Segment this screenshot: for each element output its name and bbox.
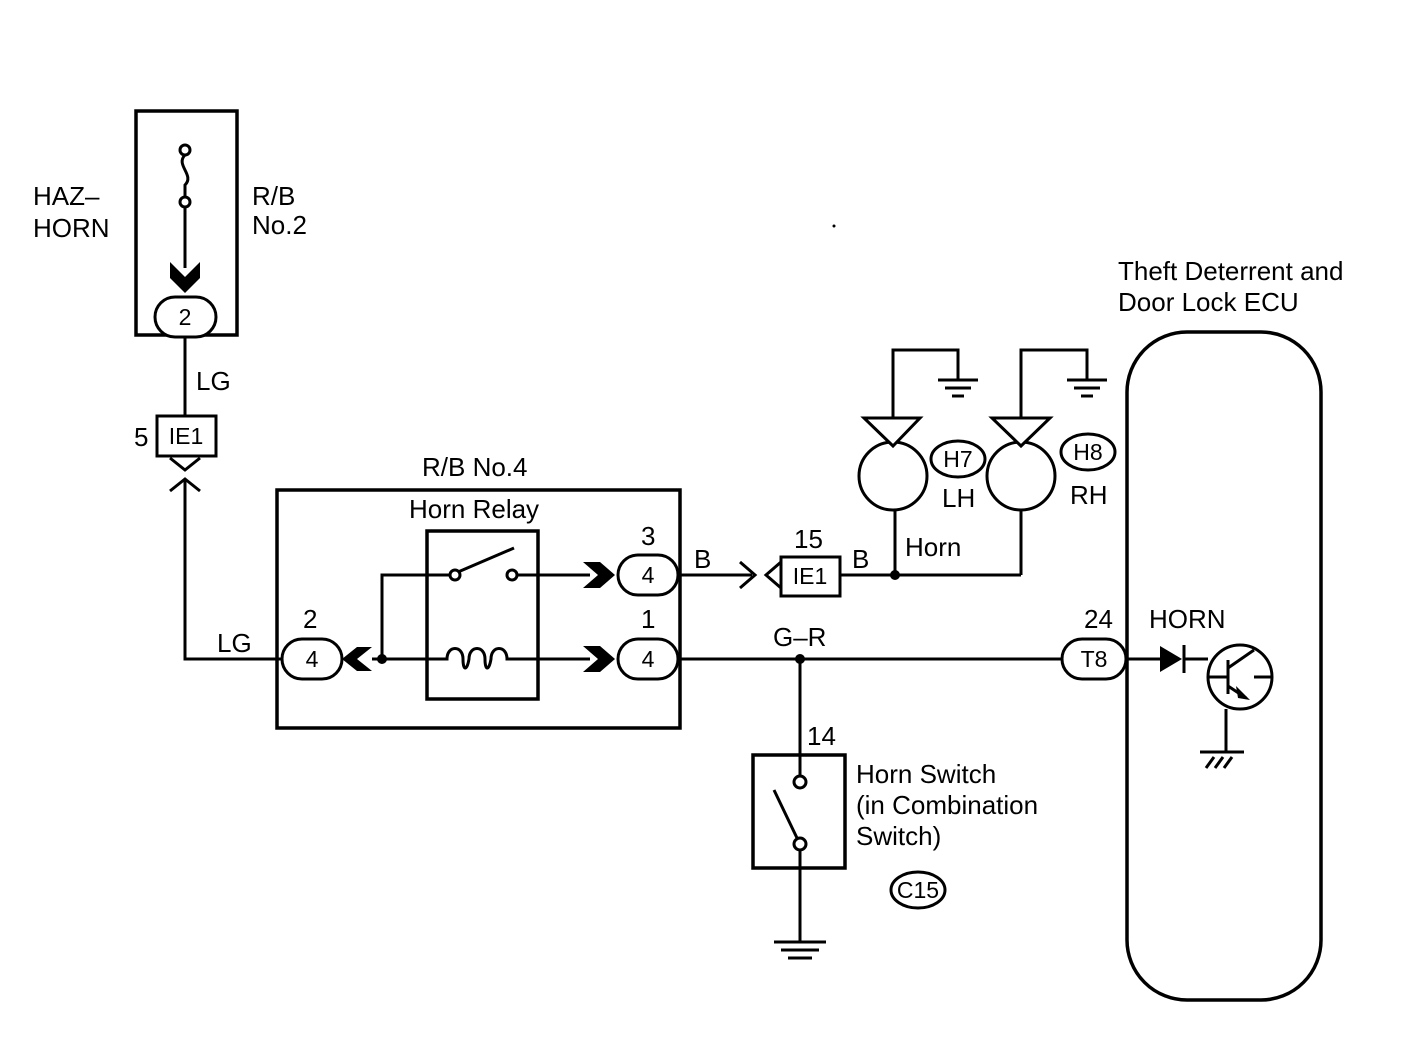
rb4-pin-3-num: 3 — [641, 521, 655, 551]
horn-rh-label: RH — [1070, 480, 1108, 510]
horn-switch-line3: Switch) — [856, 821, 941, 851]
rb4-pin-3-connector: 4 — [583, 553, 680, 597]
rb4-pin-3-conn-label: 4 — [642, 562, 655, 588]
wire-b-2-label: B — [852, 544, 869, 574]
rb4-pin-1-conn-label: 4 — [642, 646, 655, 672]
ie1-mid-label: IE1 — [793, 563, 828, 589]
rb4-pin-2-num: 2 — [303, 604, 317, 634]
wire-lg-left — [183, 481, 282, 661]
relay-switch-icon — [448, 546, 519, 582]
horn-switch-code-badge: C15 — [889, 870, 947, 910]
ecu-title-line1: Theft Deterrent and — [1118, 256, 1343, 286]
wire-gr-label: G–R — [773, 622, 826, 652]
fuse-icon — [170, 143, 200, 293]
ie1-top-pin: 5 — [134, 422, 148, 452]
wire-b-1-label: B — [694, 544, 711, 574]
ecu-horn-signal: HORN — [1149, 604, 1226, 634]
horn-switch-pin: 14 — [807, 721, 836, 751]
horn-switch-line2: (in Combination — [856, 790, 1038, 820]
horn-lh-code-badge: H7 — [929, 439, 987, 479]
wire-horn-label: Horn — [905, 532, 961, 562]
ie1-mid-arrow-icon — [739, 560, 758, 590]
horn-lh-label: LH — [942, 483, 975, 513]
rb4-pin-2-connector: 4 — [280, 637, 382, 681]
ie1-connector-mid: IE1 — [779, 555, 842, 598]
horn-switch-line1: Horn Switch — [856, 759, 996, 789]
rb4-pin-2-conn-label: 4 — [306, 646, 319, 672]
rb2-label-line1: R/B — [252, 181, 295, 211]
rb4-pin-1-num: 1 — [641, 604, 655, 634]
relay-block-no4 — [275, 488, 682, 730]
horn-switch-icon — [772, 774, 826, 960]
ecu-title-line2: Door Lock ECU — [1118, 287, 1299, 317]
ecu-box — [1125, 330, 1323, 1002]
diode-icon — [1126, 645, 1208, 673]
ecu-t8-label: T8 — [1081, 646, 1108, 672]
horn-lh-code: H7 — [943, 446, 972, 472]
rb2-label-line2: No.2 — [252, 210, 307, 240]
rb4-pin-1-connector: 4 — [583, 637, 680, 681]
horn-lh-icon — [857, 348, 978, 512]
relay-coil-icon — [427, 647, 538, 670]
ecu-pin-num: 24 — [1084, 604, 1113, 634]
fuse-name-line2: HORN — [33, 213, 110, 243]
ie1-mid-pin: 15 — [794, 524, 823, 554]
transistor-icon — [1200, 643, 1274, 769]
fuse-name-line1: HAZ– — [33, 181, 100, 211]
horn-rh-code: H8 — [1073, 439, 1102, 465]
horn-switch-code: C15 — [897, 877, 939, 903]
ie1-top-label: IE1 — [169, 423, 204, 449]
ecu-t8-connector: T8 — [1060, 637, 1128, 681]
ie1-mid-receptacle-icon — [763, 560, 782, 590]
rb2-pin-label: 2 — [179, 304, 192, 330]
horn-rh-code-badge: H8 — [1059, 432, 1117, 472]
ie1-connector-top: IE1 — [155, 414, 218, 493]
horn-rh-icon — [985, 348, 1107, 512]
rb4-title: R/B No.4 — [422, 452, 528, 482]
wire-lg-left-label: LG — [217, 628, 252, 658]
rb2-pin-connector: 2 — [153, 295, 218, 339]
horn-relay-label: Horn Relay — [409, 494, 539, 524]
wire-lg-top-label: LG — [196, 366, 231, 396]
stray-dot — [832, 224, 836, 228]
relay-internal-wire-left — [380, 573, 450, 659]
horn-relay-box — [425, 529, 540, 701]
